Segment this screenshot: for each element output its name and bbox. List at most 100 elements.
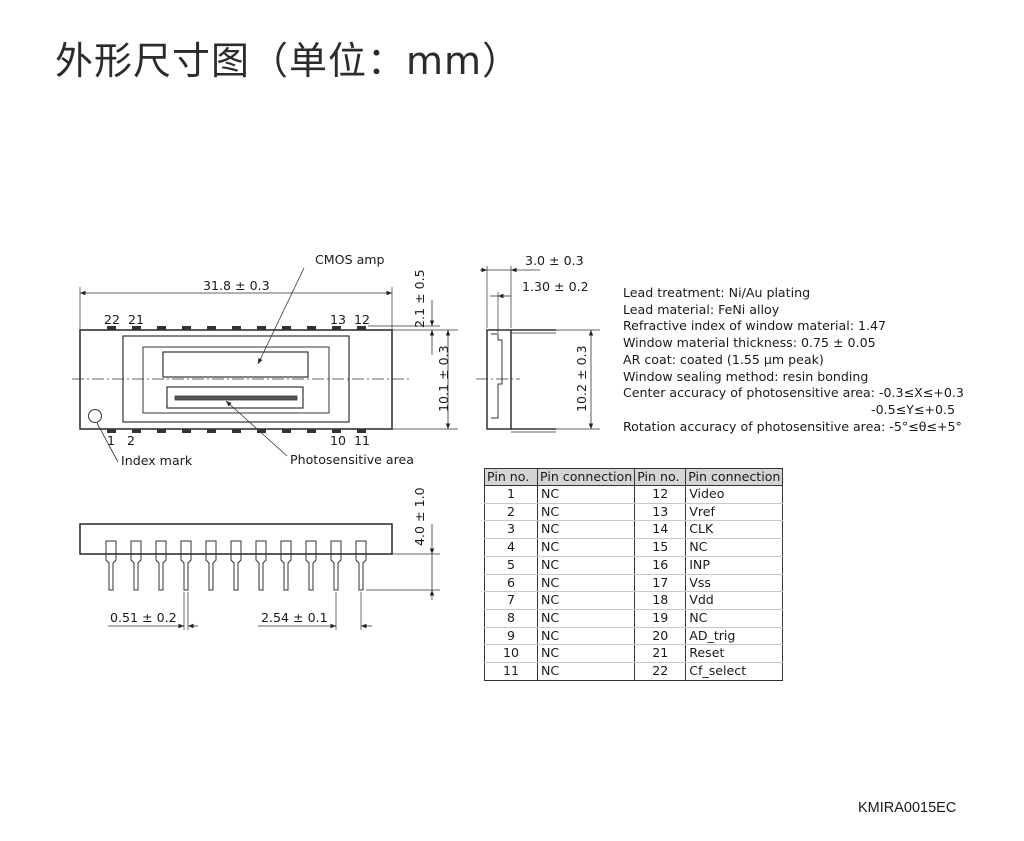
pin-connection: Video	[685, 485, 783, 504]
pin-no: 11	[484, 662, 538, 681]
pin-connection: NC	[536, 627, 635, 646]
pin-connection: NC	[685, 609, 783, 628]
top-pins	[107, 326, 366, 330]
pin-no: 10	[484, 644, 538, 664]
pin-no: 20	[634, 627, 686, 646]
pin-no: 14	[634, 520, 686, 540]
spec-line-rotation: Rotation accuracy of photosensitive area…	[623, 418, 962, 434]
spec-line: Refractive index of window material: 1.4…	[623, 318, 887, 334]
lead-length-dim-label: 4.0 ± 1.0	[412, 487, 427, 546]
window-inner	[142, 346, 330, 414]
spec-line: AR coat: coated (1.55 µm peak)	[623, 351, 824, 367]
pitch-dim-label: 2.54 ± 0.1	[261, 610, 328, 625]
top-height-dim-label: 2.1 ± 0.5	[412, 269, 427, 328]
pin-connection: NC	[536, 662, 635, 681]
top-view	[72, 267, 458, 463]
side-body	[486, 329, 512, 430]
pin-connection: NC	[536, 485, 635, 504]
cmos-amp-label: CMOS amp	[315, 252, 385, 267]
pin-numbers-bottom-right: 10 11	[330, 433, 370, 448]
side-view	[476, 266, 600, 433]
index-mark-label: Index mark	[121, 453, 193, 468]
pin-no: 15	[634, 538, 686, 557]
pin-no: 18	[634, 591, 686, 610]
page-title: 外形尺寸图（单位：mm）	[55, 39, 522, 83]
pin-connection: Vss	[685, 574, 783, 593]
pin-no: 1	[484, 485, 538, 504]
side-width-dim-label: 3.0 ± 0.3	[525, 253, 584, 268]
pin-connection: NC	[536, 503, 635, 522]
header-pin-no: Pin no.	[484, 468, 538, 486]
width-dim-label: 31.8 ± 0.3	[203, 278, 270, 293]
pin-connection-table: Pin no. Pin connection Pin no. Pin conne…	[484, 468, 784, 681]
pin-connection: NC	[536, 609, 635, 628]
pin-no: 21	[634, 644, 686, 664]
top-view-labels: CMOS amp 31.8 ± 0.3 22 21 13 12 1 2 10 1…	[104, 252, 451, 468]
pin-no: 12	[634, 485, 686, 504]
spec-line-continued: -0.5≤Y≤+0.5	[871, 401, 955, 417]
pin-no: 13	[634, 503, 686, 522]
photosensitive-strip	[174, 395, 298, 401]
header-pin-connection: Pin connection	[685, 468, 783, 486]
package-body	[79, 329, 393, 430]
spec-line: Center accuracy of photosensitive area: …	[623, 385, 964, 401]
pin-connection: NC	[536, 520, 635, 540]
pin-connection: Reset	[685, 644, 783, 664]
side-height-dim-label: 10.2 ± 0.3	[574, 345, 589, 412]
drawing-code: KMIRA0015EC	[858, 800, 957, 816]
pin-connection: NC	[536, 591, 635, 610]
pin-connection: NC	[536, 644, 635, 664]
spec-line: Lead treatment: Ni/Au plating	[623, 285, 811, 300]
pin-no: 16	[634, 556, 686, 575]
spec-line: Lead material: FeNi alloy	[623, 301, 780, 317]
pin-connection: Vdd	[685, 591, 783, 610]
pin-connection: Cf_select	[685, 662, 783, 681]
pin-no: 22	[634, 662, 686, 681]
pin-connection: NC	[536, 574, 635, 593]
pin-connection: AD_trig	[685, 627, 783, 646]
leads	[105, 540, 367, 591]
lead-width-dim-label: 0.51 ± 0.2	[110, 610, 177, 625]
pin-numbers-top-right: 13 12	[330, 312, 370, 327]
pin-connection: NC	[536, 538, 635, 557]
spec-line: Window material thickness: 0.75 ± 0.05	[623, 335, 876, 351]
pin-connection: NC	[536, 556, 635, 575]
pin-no: 9	[484, 627, 538, 646]
pin-no: 8	[484, 609, 538, 628]
photosensitive-area-label: Photosensitive area	[290, 452, 414, 467]
pin-connection: NC	[685, 538, 783, 557]
spec-line: Window sealing method: resin bonding	[623, 368, 869, 384]
pin-no: 6	[484, 574, 538, 593]
lead-view-labels: 0.51 ± 0.2 2.54 ± 0.1 4.0 ± 1.0	[110, 487, 427, 625]
header-pin-no: Pin no.	[634, 468, 686, 486]
side-offset-dim-label: 1.30 ± 0.2	[522, 279, 589, 294]
pin-no: 19	[634, 609, 686, 628]
table-header-row: Pin no. Pin connection Pin no. Pin conne…	[484, 468, 783, 486]
pin-no: 7	[484, 591, 538, 610]
lead-view-body	[79, 523, 393, 555]
specifications: Lead treatment: Ni/Au plating Lead mater…	[623, 285, 964, 435]
lead-view	[79, 523, 440, 630]
pin-numbers-bottom-left: 1 2	[107, 433, 135, 448]
pin-no: 4	[484, 538, 538, 557]
cmos-amp-area	[162, 351, 309, 378]
pin-no: 5	[484, 556, 538, 575]
pin-no: 2	[484, 503, 538, 522]
pin-numbers-top-left: 22 21	[104, 312, 144, 327]
index-mark-circle	[88, 409, 102, 423]
bottom-pins	[107, 429, 366, 433]
pin-connection: Vref	[685, 503, 783, 522]
pin-no: 17	[634, 574, 686, 593]
